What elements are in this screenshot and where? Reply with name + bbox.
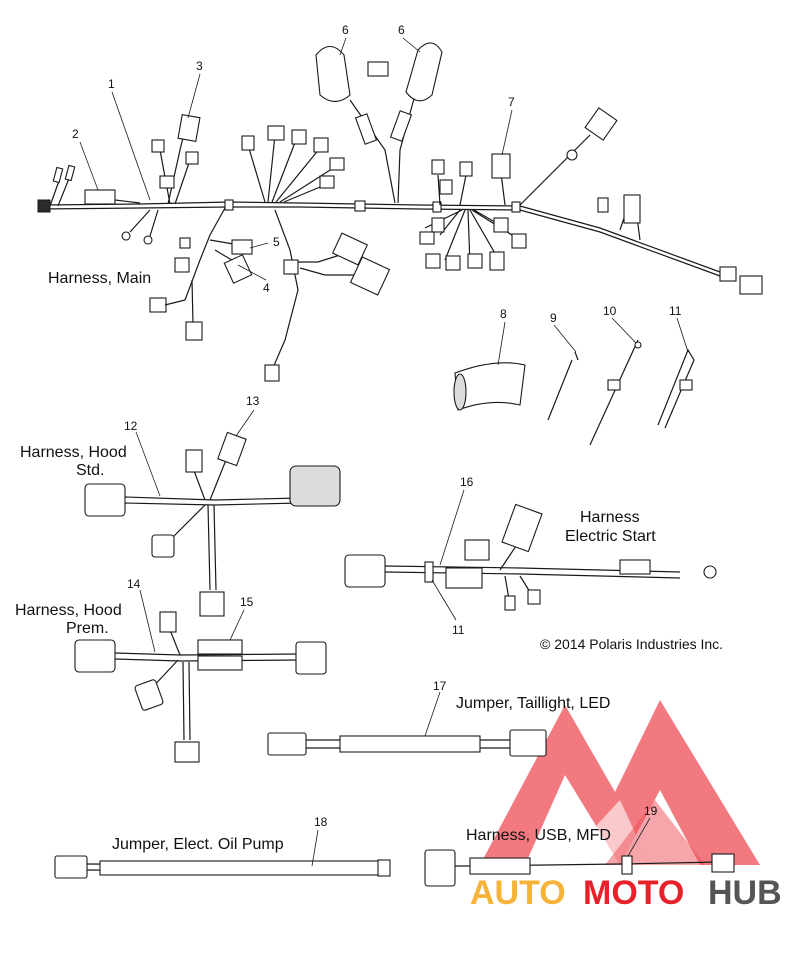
callout-14: 14 (127, 577, 141, 591)
usb-harness (424, 849, 735, 887)
label-harness-usb: Harness, USB, MFD (466, 827, 611, 844)
callout-4: 4 (263, 281, 270, 295)
label-electric-start-2: Electric Start (565, 528, 656, 545)
label-jumper-oil-pump: Jumper, Elect. Oil Pump (112, 836, 284, 853)
callout-19: 19 (644, 804, 658, 818)
callout-3: 3 (196, 59, 203, 73)
watermark-logo (480, 700, 760, 865)
watermark-auto: AUTO (470, 874, 566, 912)
harness-labels: Harness, Main Harness, Hood Std. Harness… (15, 270, 723, 853)
callout-12: 12 (124, 419, 138, 433)
clips-and-ties (453, 339, 695, 446)
callout-6b: 6 (398, 23, 405, 37)
hood-std-harness (84, 431, 341, 617)
electric-start-harness (344, 503, 717, 611)
leader-lines (79, 37, 689, 867)
copyright-notice: © 2014 Polaris Industries Inc. (540, 636, 723, 652)
hood-prem-harness (74, 611, 327, 763)
callout-11b: 11 (452, 623, 465, 637)
watermark-hub: HUB (708, 874, 782, 912)
label-harness-main: Harness, Main (48, 270, 151, 287)
callout-9: 9 (550, 311, 557, 325)
callout-8: 8 (500, 307, 507, 321)
callout-2: 2 (72, 127, 79, 141)
label-harness-hood-std-1: Harness, Hood (20, 444, 127, 461)
label-harness-hood-prem-1: Harness, Hood (15, 602, 122, 619)
callout-6a: 6 (342, 23, 349, 37)
callout-13: 13 (246, 394, 260, 408)
watermark-moto: MOTO (583, 874, 684, 912)
callout-18: 18 (314, 815, 328, 829)
label-harness-hood-std-2: Std. (76, 462, 104, 479)
watermark-text: AUTO MOTO HUB (470, 874, 782, 912)
callout-15: 15 (240, 595, 254, 609)
callout-17: 17 (433, 679, 447, 693)
callout-10: 10 (603, 304, 617, 318)
label-electric-start-1: Harness (580, 509, 640, 526)
callout-5: 5 (273, 235, 280, 249)
main-harness (37, 42, 763, 382)
callout-16: 16 (460, 475, 474, 489)
callout-7: 7 (508, 95, 515, 109)
callout-numbers: 1 2 3 6 6 7 5 4 8 9 10 11 12 13 14 15 16… (72, 23, 682, 829)
callout-1: 1 (108, 77, 115, 91)
taillight-jumper (267, 729, 547, 757)
callout-11a: 11 (669, 304, 682, 318)
label-harness-hood-prem-2: Prem. (66, 620, 109, 637)
oil-pump-jumper (54, 855, 391, 879)
label-jumper-taillight: Jumper, Taillight, LED (456, 695, 610, 712)
